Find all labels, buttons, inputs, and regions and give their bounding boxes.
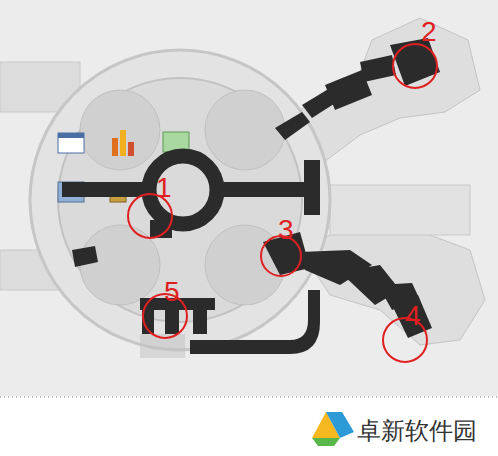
callout-number: 1 [156, 174, 172, 202]
callout-number: 3 [278, 216, 294, 244]
callout-number: 4 [405, 302, 421, 330]
callout-number: 2 [421, 18, 437, 46]
callout-number: 5 [164, 278, 180, 306]
watermark-text: 卓新软件园 [357, 419, 477, 443]
